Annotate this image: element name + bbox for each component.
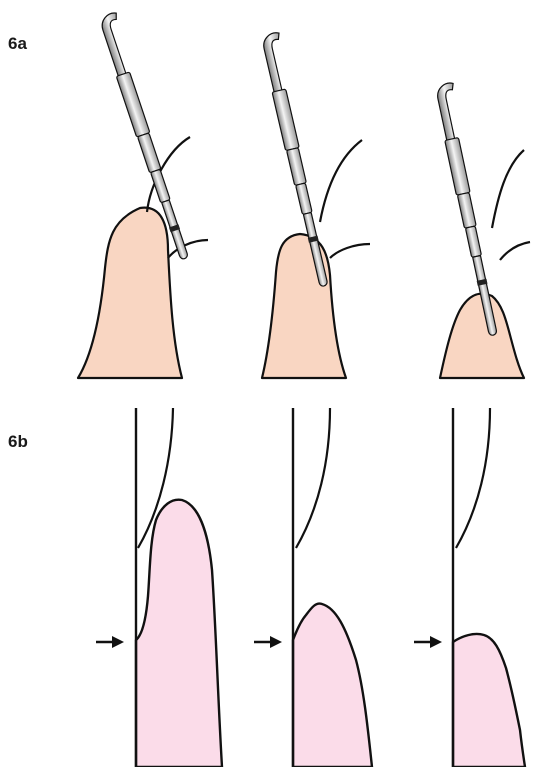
probe-scene-3 (433, 82, 530, 378)
right-arrow-icon (414, 636, 442, 648)
probe-shaft-segment (465, 226, 481, 257)
right-arrow-icon (96, 636, 124, 648)
tooth-root-outline-3 (500, 242, 530, 260)
section-scene-2 (254, 408, 372, 767)
probe-scene-2 (259, 32, 370, 378)
gingiva-section-3 (453, 634, 525, 767)
gingiva-shape-3 (440, 294, 524, 378)
gingiva-section-2 (293, 604, 372, 767)
tooth-crown-outline-2 (320, 140, 362, 222)
probe-shaft-segment (272, 89, 299, 151)
probe-handle-hook (435, 82, 465, 142)
probe-handle-hook (261, 32, 292, 94)
right-arrow-icon (254, 636, 282, 648)
tooth-root-outline-2 (330, 244, 370, 258)
enamel-curve-2 (296, 408, 330, 548)
section-scene-1 (96, 408, 222, 767)
probe-scene-1 (78, 12, 208, 378)
probe-shaft-segment (287, 148, 307, 186)
probe-shaft-segment (296, 183, 312, 214)
panel-6b (96, 408, 525, 767)
probe-shaft-segment (457, 193, 476, 229)
probe-handle-hook (99, 12, 136, 78)
panel-6a (78, 12, 530, 378)
probe-shaft-segment (138, 133, 161, 173)
probe-shaft-segment (445, 138, 470, 196)
tooth-crown-outline-3 (492, 150, 524, 228)
gingiva-shape-1 (78, 208, 182, 378)
gingiva-section-1 (136, 500, 222, 767)
enamel-curve-3 (456, 408, 490, 548)
probe-shaft-segment (116, 72, 150, 137)
section-scene-3 (414, 408, 525, 767)
